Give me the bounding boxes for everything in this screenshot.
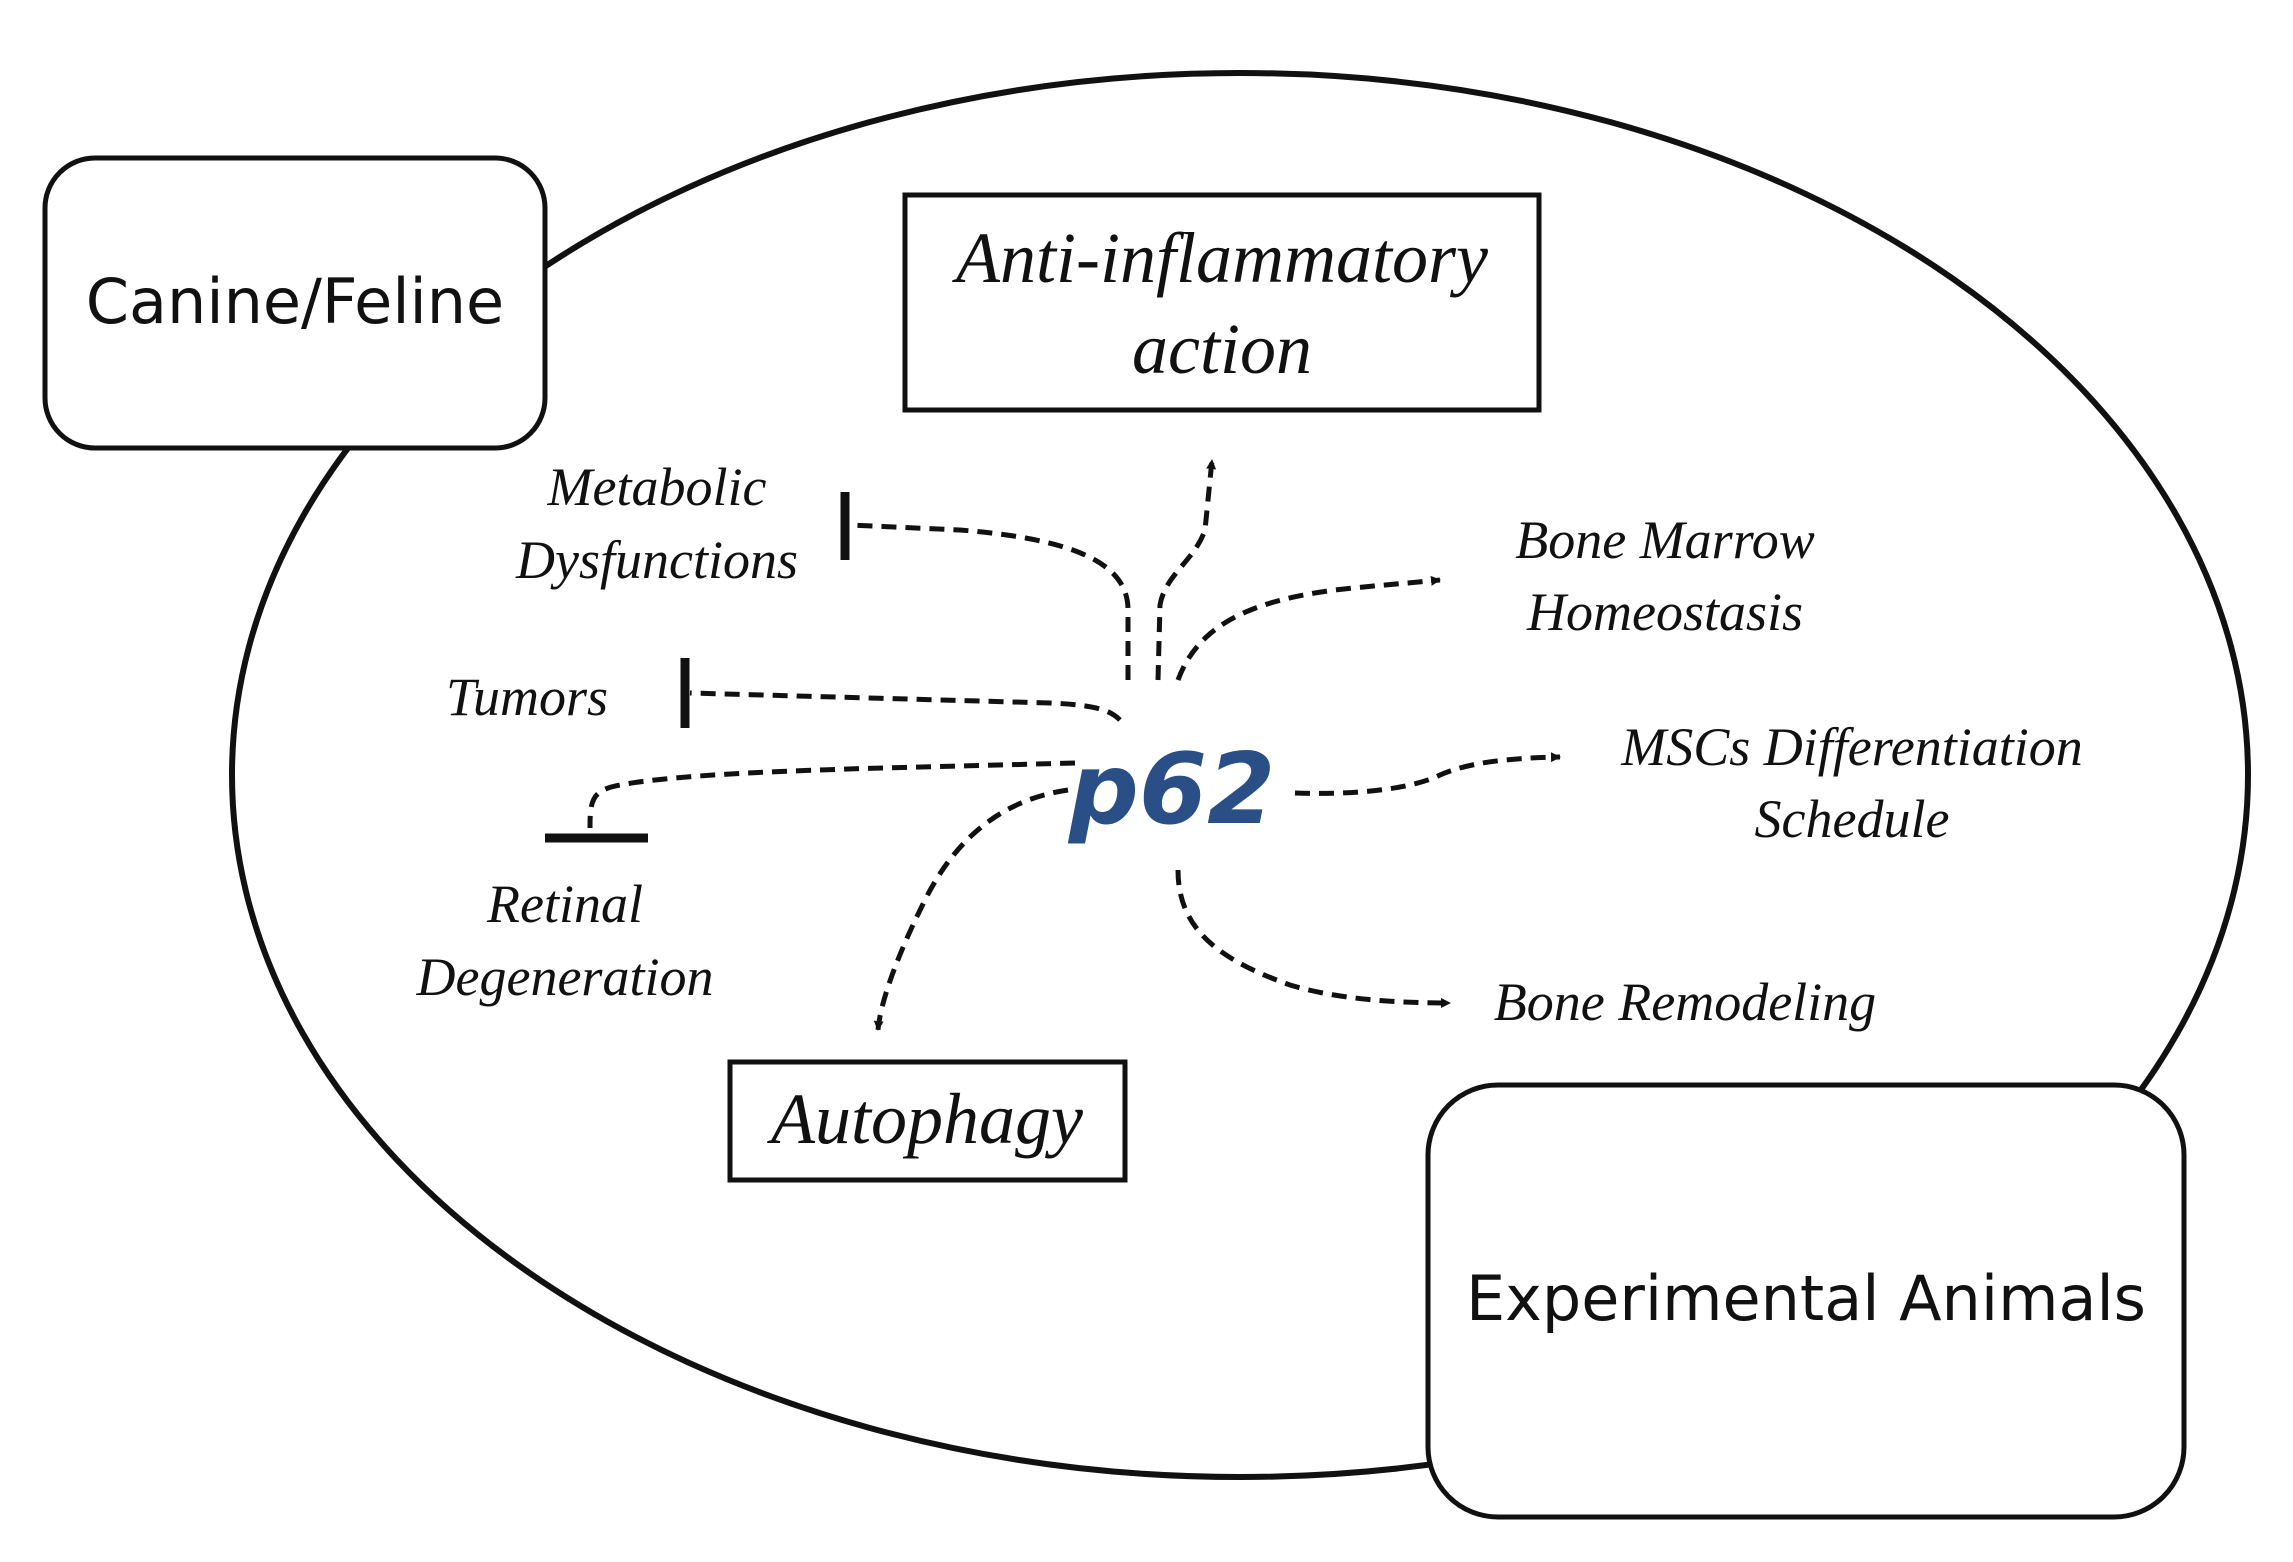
- retinal-label-line2: Degeneration: [416, 947, 714, 1007]
- anti-inflammatory-arrow: [1155, 459, 1217, 681]
- autophagy-arrow: [873, 787, 1069, 1031]
- bone-marrow-arrow: [1175, 575, 1441, 681]
- retinal-inhibition-line: [587, 760, 1076, 829]
- p62-label: p62: [1068, 733, 1276, 847]
- experimental-animals-box: Experimental Animals: [1425, 1082, 2187, 1520]
- anti-inflammatory-box: Anti-inflammatory action: [902, 192, 1542, 413]
- autophagy-box: Autophagy: [727, 1059, 1128, 1183]
- outer-ellipse: [229, 70, 2251, 1480]
- metabolic-label-line1: Metabolic: [547, 457, 767, 517]
- anti-inflammatory-label-line1: Anti-inflammatory: [952, 218, 1488, 298]
- canine-feline-box: Canine/Feline: [42, 155, 548, 451]
- anti-inflammatory-label-line2: action: [1132, 309, 1312, 389]
- mscs-label-line2: Schedule: [1755, 789, 1950, 849]
- experimental-animals-label: Experimental Animals: [1466, 1262, 2146, 1335]
- tumors-label: Tumors: [446, 667, 608, 727]
- autophagy-label: Autophagy: [767, 1079, 1083, 1159]
- mscs-label-line1: MSCs Differentiation: [1620, 717, 2082, 777]
- tumors-inhibition-line: [689, 690, 1122, 722]
- bone-remodeling-arrow: [1175, 869, 1451, 1008]
- bone-remodeling-label: Bone Remodeling: [1494, 972, 1876, 1032]
- metabolic-inhibition-line: [849, 522, 1131, 680]
- mscs-arrow: [1294, 752, 1561, 796]
- metabolic-label-line2: Dysfunctions: [515, 530, 798, 590]
- bone-marrow-label-line1: Bone Marrow: [1515, 510, 1814, 570]
- bone-marrow-label-line2: Homeostasis: [1526, 582, 1803, 642]
- canine-feline-label: Canine/Feline: [86, 265, 504, 338]
- retinal-label-line1: Retinal: [486, 874, 643, 934]
